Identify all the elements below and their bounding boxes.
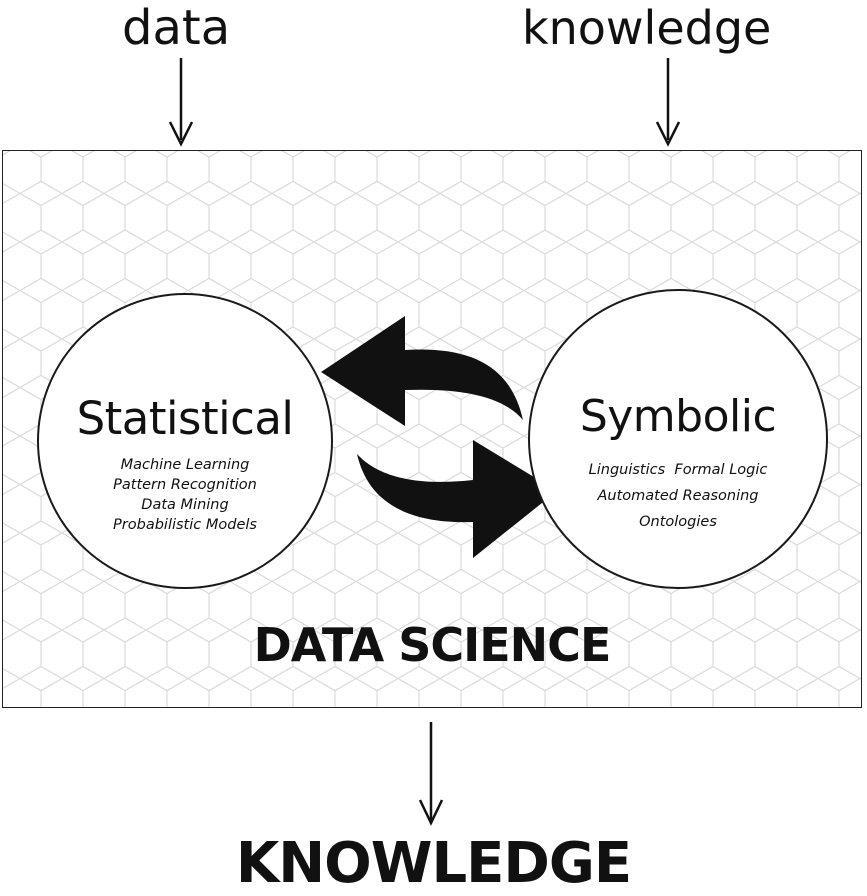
statistical-circle: Statistical Machine Learning Pattern Rec… — [37, 293, 333, 589]
list-item: Machine Learning — [120, 457, 250, 473]
output-label-knowledge: KNOWLEDGE — [235, 831, 632, 896]
list-item: Pattern Recognition — [113, 477, 257, 493]
symbolic-items: Linguistics Formal Logic Automated Reaso… — [530, 457, 826, 535]
list-item: Linguistics Formal Logic — [530, 457, 826, 483]
input-label-knowledge: knowledge — [522, 1, 772, 55]
data-science-frame: Statistical Machine Learning Pattern Rec… — [2, 150, 862, 708]
exchange-arrows-icon — [321, 316, 557, 558]
list-item: Data Mining — [141, 497, 229, 513]
list-item-formal-logic: Formal Logic — [674, 462, 768, 478]
list-item-linguistics: Linguistics — [588, 462, 666, 478]
list-item: Ontologies — [639, 514, 717, 530]
down-arrow-icon — [655, 58, 681, 147]
down-arrow-icon — [168, 58, 194, 147]
list-item: Probabilistic Models — [113, 517, 257, 533]
statistical-title: Statistical — [76, 392, 294, 445]
input-label-data: data — [122, 0, 231, 56]
list-item: Automated Reasoning — [597, 488, 759, 504]
down-arrow-icon — [418, 722, 444, 826]
symbolic-title: Symbolic — [579, 391, 777, 442]
data-science-label: DATA SCIENCE — [253, 618, 612, 672]
statistical-items: Machine Learning Pattern Recognition Dat… — [39, 455, 331, 535]
symbolic-circle: Symbolic Linguistics Formal Logic Automa… — [528, 289, 828, 589]
